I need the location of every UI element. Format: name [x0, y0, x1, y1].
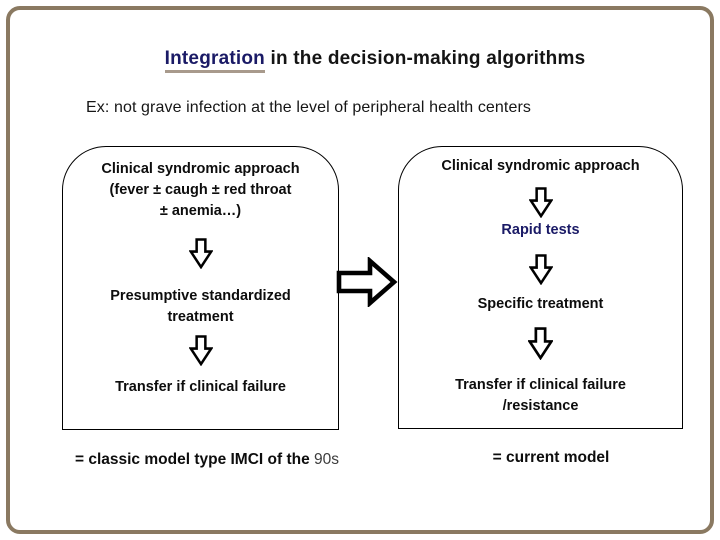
right-step1-text: Clinical syndromic approach [441, 158, 640, 174]
down-arrow-icon [63, 335, 338, 366]
down-arrow-icon [399, 327, 682, 360]
left-step3-text: Transfer if clinical failure [115, 379, 286, 395]
current-model-caption: = current model [492, 449, 610, 466]
right-step3-text: Specific treatment [477, 296, 604, 312]
slide-title: Integration in the decision-making algor… [0, 48, 720, 73]
classic-model-caption: = classic model type IMCI of the 90s [62, 451, 352, 469]
down-arrow-icon [399, 187, 682, 218]
caption-light: 90s [314, 451, 340, 468]
right-step4-text: Transfer if clinical failure /resistance [455, 377, 626, 414]
down-arrow-icon [399, 254, 682, 285]
current-model-box: Clinical syndromic approach Rapid tests … [398, 146, 683, 429]
left-step2-text: Presumptive standardized treatment [110, 288, 291, 325]
caption-bold: = classic model type IMCI of the [74, 451, 315, 468]
down-arrow-icon [63, 238, 338, 269]
right-step2-text: Rapid tests [501, 222, 580, 238]
title-highlight: Integration [164, 48, 265, 73]
right-arrow-icon [336, 257, 398, 307]
title-rest: in the decision-making algorithms [265, 48, 586, 69]
classic-model-box: Clinical syndromic approach (fever ± cau… [62, 146, 339, 430]
left-step1-text: Clinical syndromic approach (fever ± cau… [101, 161, 300, 219]
slide-subtitle: Ex: not grave infection at the level of … [86, 99, 531, 116]
